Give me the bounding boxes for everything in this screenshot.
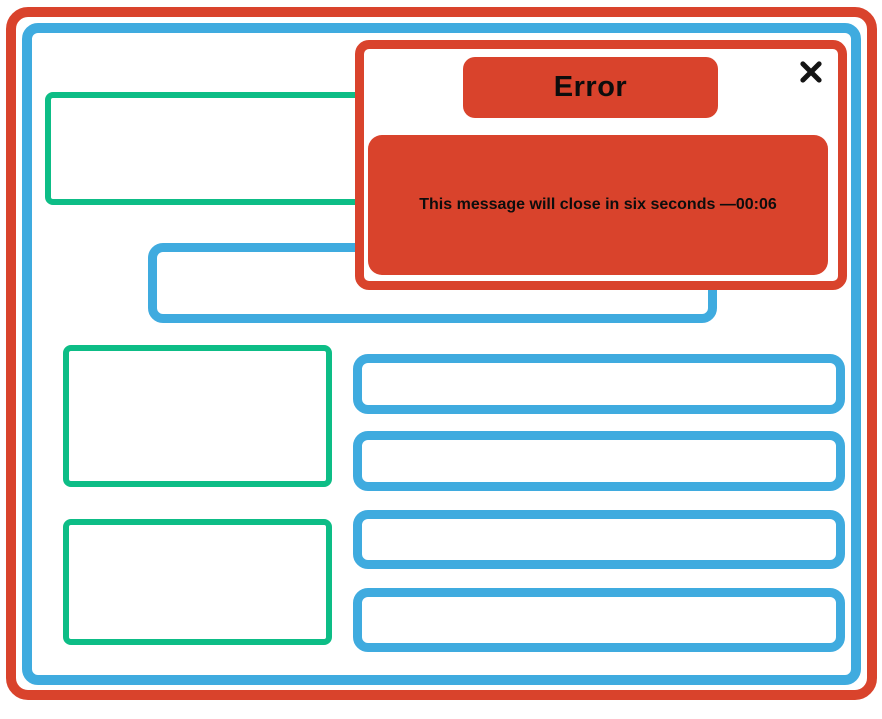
placeholder-field-3	[353, 510, 845, 569]
placeholder-box-lower-left	[63, 519, 332, 645]
inner-blue-frame	[22, 23, 861, 685]
placeholder-field-2	[353, 431, 845, 491]
dialog-title: Error	[463, 57, 718, 118]
x-icon	[798, 59, 824, 85]
placeholder-box-mid-left	[63, 345, 332, 487]
close-button[interactable]	[793, 54, 829, 90]
dialog-message: This message will close in six seconds —…	[368, 135, 828, 275]
placeholder-field-4	[353, 588, 845, 652]
outer-red-frame	[6, 7, 877, 700]
error-dialog: Error This message will close in six sec…	[355, 40, 847, 290]
placeholder-field-1	[353, 354, 845, 414]
